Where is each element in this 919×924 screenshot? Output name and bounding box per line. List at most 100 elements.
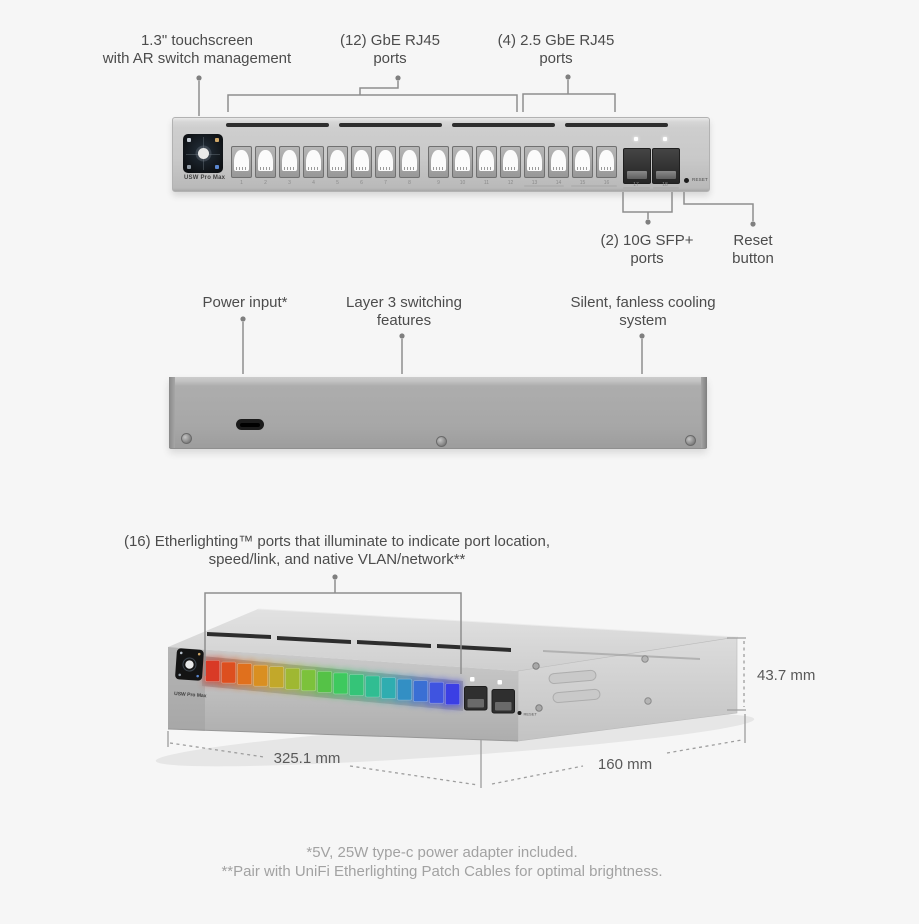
vent-slat [357, 640, 431, 648]
etherlighting-port [381, 677, 396, 699]
rj45-jack [527, 150, 542, 171]
etherlighting-port [205, 660, 220, 682]
label-touchscreen-line1: 1.3" touchscreen [140, 32, 254, 49]
dot [750, 221, 756, 227]
label-reset-line1: Reset [733, 232, 773, 249]
label-layer3-line1: Layer 3 switching [346, 294, 462, 311]
vent-slat [452, 123, 555, 127]
dim-width-line-b [349, 765, 479, 786]
iso-sfp-latch [495, 702, 512, 711]
port-glow [427, 678, 446, 707]
iso-left-shade [168, 647, 205, 731]
dimension-height: 43.7 mm [757, 667, 816, 684]
rj45-jack [282, 150, 297, 171]
port-number: 15 [579, 180, 586, 186]
etherlighting-port [413, 680, 428, 702]
label-touchscreen-line2: with AR switch management [102, 50, 292, 67]
usb-c-power-port [236, 419, 264, 430]
iso-top-face [168, 609, 737, 671]
rj45-jack [306, 150, 321, 171]
dot [332, 574, 338, 580]
port-glow [251, 661, 270, 690]
footnote-power: *5V, 25W type-c power adapter included. [306, 844, 578, 861]
etherlighting-port [397, 678, 412, 701]
port-group-underline [524, 185, 564, 187]
touchscreen-display [183, 134, 223, 173]
vent-slat [437, 644, 511, 652]
rj45-port: 5 [327, 146, 348, 186]
etherlighting-port [253, 664, 268, 687]
bracket-etherlighting-ports [204, 592, 462, 676]
rj45-jack [575, 150, 590, 171]
port-glow [443, 680, 462, 709]
dim-width-line-a [169, 742, 265, 758]
etherlighting-port [317, 671, 332, 693]
screen-gear-icon [196, 674, 199, 678]
port-glow [235, 660, 254, 689]
port-glow [347, 670, 366, 699]
port-glow [395, 675, 414, 704]
port-number: 10 [459, 180, 466, 186]
label-reset-button: Reset button [693, 232, 813, 268]
port-number: 13 [531, 180, 538, 186]
port-number: 3 [288, 180, 291, 186]
label-etherlighting-line1: (16) Etherlighting™ ports that illuminat… [123, 533, 551, 550]
label-power-line1: Power input* [202, 294, 288, 311]
rj45-port: 11 [476, 146, 497, 186]
port-glow [315, 667, 334, 696]
pointer-reset [683, 192, 754, 221]
etherlighting-port [221, 661, 236, 684]
vent-slat [277, 636, 351, 644]
label-2-5gbe-line1: (4) 2.5 GbE RJ45 [497, 32, 615, 49]
screen-home-icon [215, 138, 219, 142]
rj45-jack [503, 150, 518, 171]
label-power-input: Power input* [165, 294, 325, 312]
etherlighting-port [429, 681, 444, 704]
bracket-gbe-ports [227, 94, 518, 112]
rj45-port: 15 [572, 146, 593, 186]
dot [240, 316, 246, 322]
label-etherlighting: (16) Etherlighting™ ports that illuminat… [87, 533, 587, 569]
right-face-edge-line [543, 650, 700, 660]
rj45-jack [431, 150, 446, 171]
pointer-gbe [359, 81, 399, 95]
iso-front-face [168, 647, 518, 741]
iso-reset-button [517, 711, 522, 715]
rj45-port: 16 [596, 146, 617, 186]
iso-front-bottom-edge [167, 728, 519, 742]
sfp-underline [653, 187, 679, 189]
rj45-port: 14 [548, 146, 569, 186]
rj45-port: 6 [351, 146, 372, 186]
iso-model-label: USW Pro Max [174, 691, 207, 699]
rj45-jack [479, 150, 494, 171]
port-glow [411, 677, 430, 706]
etherlighting-port [333, 672, 348, 695]
rj45-port: 8 [399, 146, 420, 186]
iso-reset-label: RESET [524, 712, 538, 717]
screw [641, 655, 649, 663]
screen-camera-icon [179, 651, 183, 655]
reset-label: RESET [692, 177, 709, 182]
port-number: 11 [483, 180, 490, 186]
rj45-port: 7 [375, 146, 396, 186]
etherlighting-port [285, 667, 300, 690]
port-glow [283, 664, 302, 693]
dot [399, 333, 405, 339]
etherlighting-port [365, 675, 380, 698]
model-label: USW Pro Max [184, 175, 226, 181]
etherlighting-port [237, 663, 252, 685]
port-number: 5 [336, 180, 339, 186]
sfp2-led [663, 137, 667, 141]
vent-slat [207, 632, 271, 639]
etherlighting-port [349, 674, 364, 696]
label-layer3-line2: features [376, 312, 432, 329]
port-number: 7 [384, 180, 387, 186]
rj45-jack [551, 150, 566, 171]
screw [644, 697, 652, 705]
port-glow [379, 674, 398, 703]
screen-gear-icon [215, 165, 219, 169]
dot [645, 219, 651, 225]
switch-rear-view [169, 377, 707, 449]
